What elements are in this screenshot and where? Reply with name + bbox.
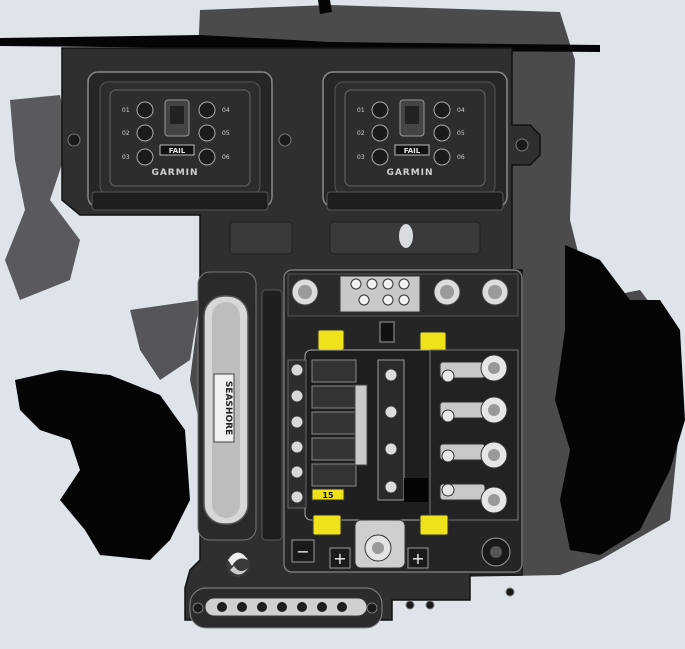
brand-label: GARMIN [151, 168, 198, 178]
hole [399, 224, 413, 248]
logo-icon [226, 552, 250, 577]
port-label: 02 [357, 130, 365, 137]
port-label: 03 [122, 154, 130, 161]
left-terminals [287, 359, 307, 509]
top-studs [291, 278, 509, 306]
positive-symbol-2: + [411, 549, 424, 568]
cutout-left [229, 221, 293, 255]
fuse-clip [317, 329, 345, 351]
port-label: 06 [222, 154, 230, 161]
fail-badge [159, 144, 195, 156]
brand-label: GARMIN [386, 168, 433, 178]
fuse-clip [419, 331, 447, 353]
port-label: 06 [457, 154, 465, 161]
garmin-module-1: 01 02 03 04 05 06 FAIL GARMIN [87, 71, 273, 211]
port-label: 05 [457, 130, 465, 137]
port-icons-left [136, 101, 154, 166]
negative-symbol: − [296, 542, 309, 561]
fail-badge-text: FAIL [169, 147, 186, 155]
positive-symbol: + [333, 549, 346, 568]
garmin-module-2: 01 02 03 04 05 06 FAIL GARMIN [322, 71, 508, 211]
busbar-label: SEASHORE [223, 381, 233, 435]
dark-shadow [0, 0, 685, 560]
distribution-block: 15 [283, 269, 523, 573]
fail-badge [394, 144, 430, 156]
small-fuse [311, 488, 345, 501]
fuse-rating: 15 [322, 491, 334, 500]
fuse-slots [311, 359, 357, 487]
port-icons-right [433, 101, 451, 166]
fail-badge-text: FAIL [404, 147, 421, 155]
port-label: 05 [222, 130, 230, 137]
port-label: 01 [357, 107, 365, 114]
port-label: 04 [457, 107, 465, 114]
port-icons-right [198, 101, 216, 166]
fuse-clip [419, 514, 449, 536]
port-label: 04 [222, 107, 230, 114]
port-label: 01 [122, 107, 130, 114]
port-icons-left [371, 101, 389, 166]
fuse-clip [312, 514, 342, 536]
port-label: 02 [122, 130, 130, 137]
port-label: 03 [357, 154, 365, 161]
bus-bar: SEASHORE [197, 271, 283, 541]
right-lugs [429, 349, 519, 521]
ground-bus [189, 587, 383, 629]
